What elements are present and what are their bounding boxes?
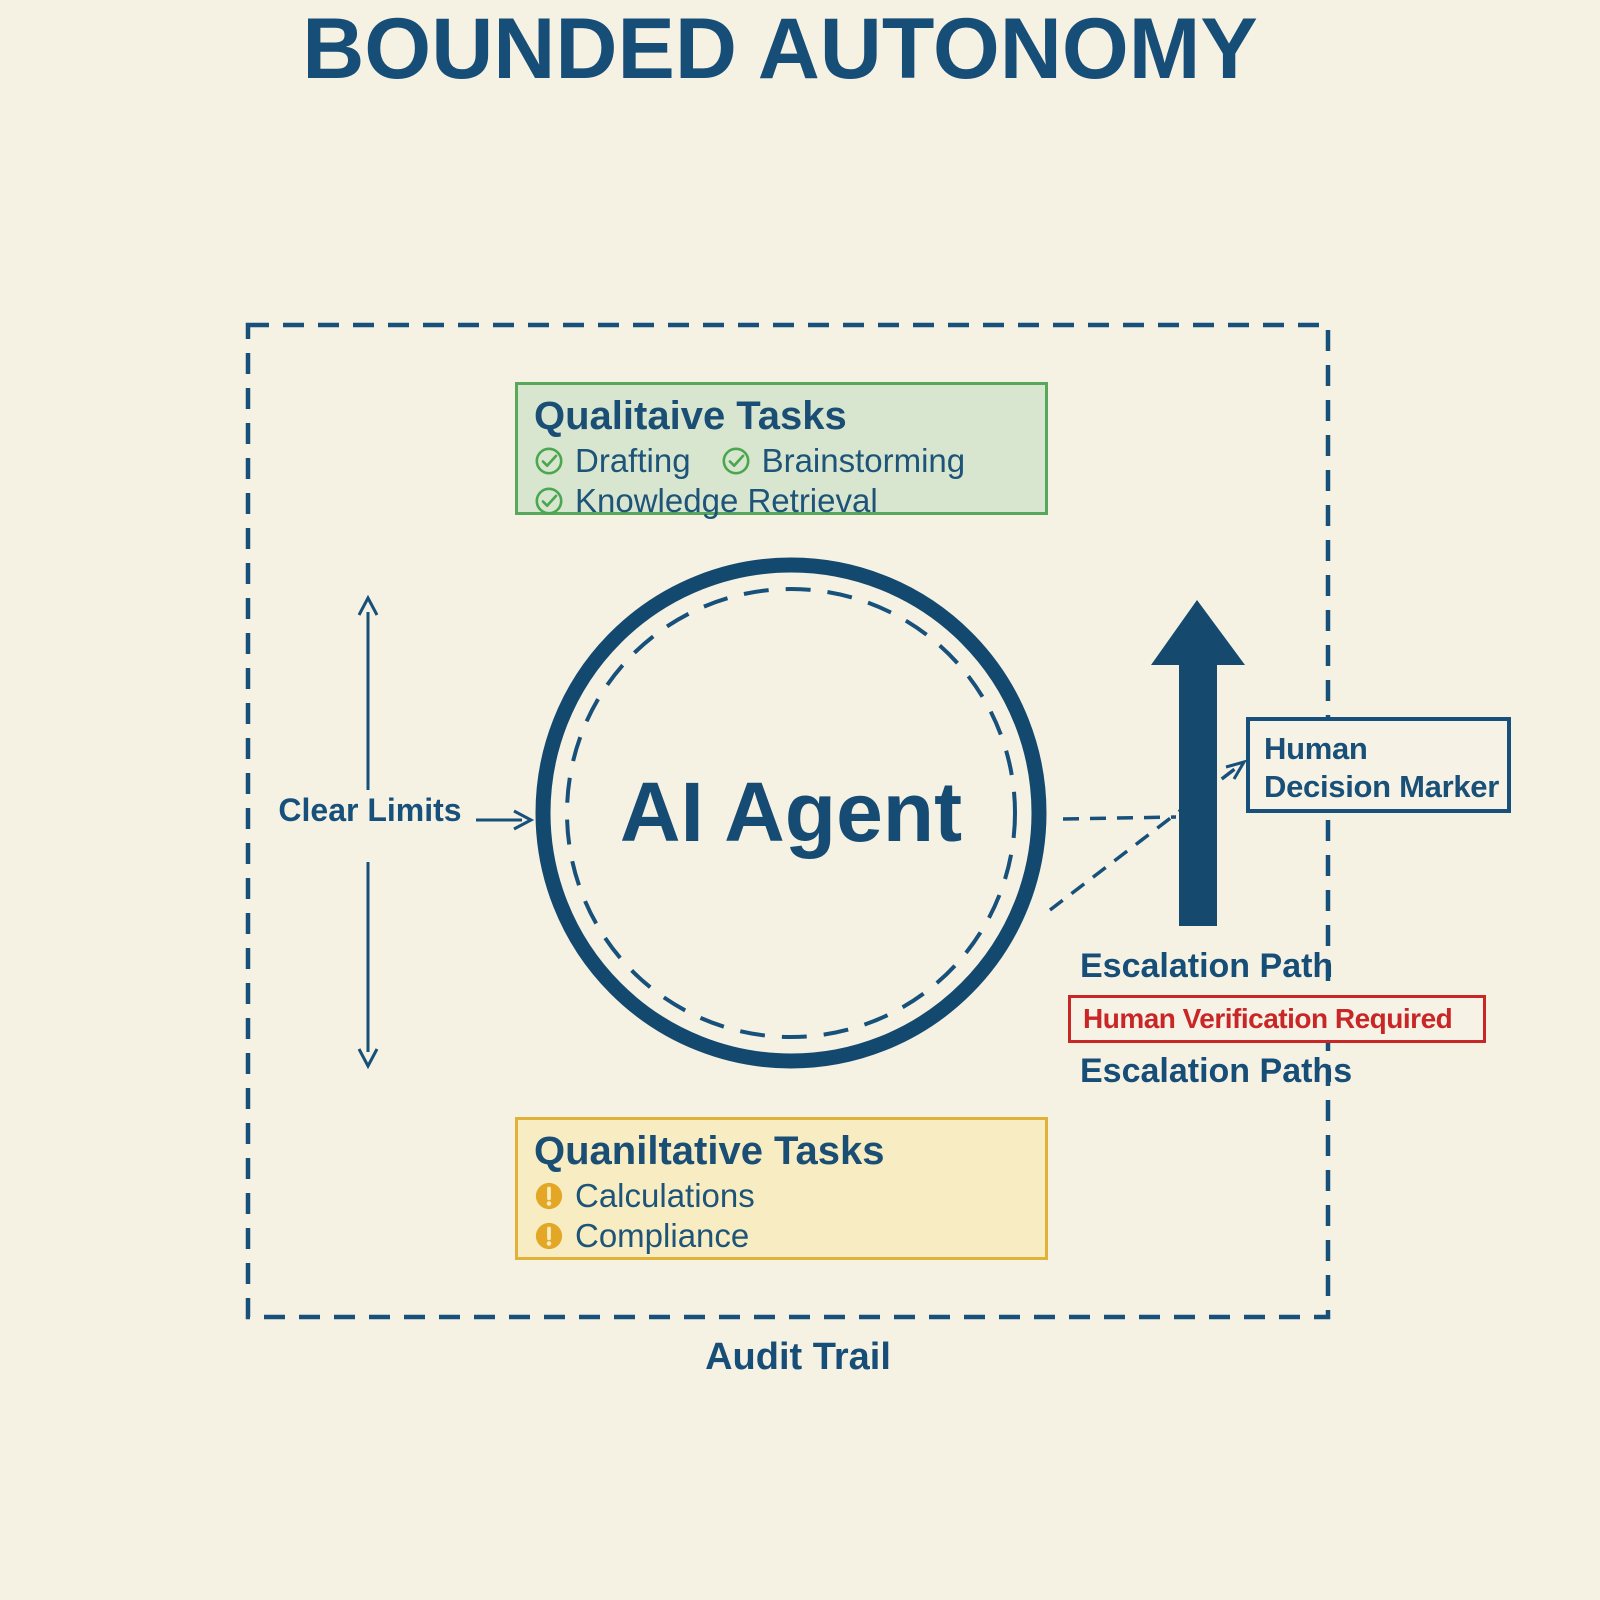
- human-verification-required-box: Human Verification Required: [1068, 995, 1486, 1043]
- check-circle-icon: [722, 447, 750, 475]
- warning-circle-icon: [535, 1222, 563, 1250]
- escalation-arrow: [1151, 600, 1245, 926]
- qualitative-tasks-box: Qualitaive Tasks Drafting Brainstorming: [515, 382, 1048, 519]
- escalation-path-label: Escalation Path: [1080, 947, 1334, 985]
- human-decision-marker-box: Human Decision Marker: [1246, 717, 1511, 813]
- task-calculations-label: Calculations: [575, 1177, 755, 1214]
- task-brainstorming-label: Brainstorming: [761, 442, 966, 479]
- agent-outer-circle: [535, 557, 1047, 1069]
- task-knowledge-retrieval-label: Knowledge Retrieval: [575, 482, 878, 519]
- task-drafting-label: Drafting: [575, 442, 691, 479]
- task-drafting: Drafting: [534, 441, 691, 481]
- agent-inner-dashed-circle: [565, 587, 1017, 1039]
- qualitative-row-1: Drafting Brainstorming: [534, 441, 1029, 481]
- quantitative-row-1: Calculations: [534, 1176, 1029, 1216]
- audit-trail-label: Audit Trail: [705, 1336, 891, 1378]
- decision-box-line2: Decision Marker: [1264, 768, 1499, 804]
- quantitative-row-2: Compliance: [534, 1216, 1029, 1256]
- task-brainstorming: Brainstorming: [721, 441, 966, 481]
- page-title: BOUNDED AUTONOMY: [302, 1, 1258, 97]
- check-circle-icon: [535, 487, 563, 515]
- task-compliance: Compliance: [534, 1216, 749, 1256]
- agent-label: AI Agent: [619, 765, 963, 859]
- boundary-dashed-frame: [245, 322, 1331, 1320]
- quantitative-tasks-title: Quaniltative Tasks: [534, 1129, 885, 1173]
- qualitative-tasks-title: Qualitaive Tasks: [534, 394, 847, 438]
- qualitative-row-2: Knowledge Retrieval: [534, 481, 1029, 521]
- task-calculations: Calculations: [534, 1176, 755, 1216]
- dashed-arrowhead: [1225, 759, 1248, 780]
- clear-limits-arrows: [357, 594, 535, 1070]
- clear-limits-label: Clear Limits: [278, 792, 462, 828]
- task-knowledge-retrieval: Knowledge Retrieval: [534, 481, 878, 521]
- escalation-paths-label: Escalation Paths: [1080, 1052, 1353, 1090]
- decision-box-line1: Human: [1264, 731, 1368, 766]
- quantitative-tasks-box: Quaniltative Tasks Calculations Complian…: [515, 1117, 1048, 1260]
- warning-circle-icon: [535, 1182, 563, 1210]
- task-compliance-label: Compliance: [575, 1217, 750, 1254]
- check-circle-icon: [535, 447, 563, 475]
